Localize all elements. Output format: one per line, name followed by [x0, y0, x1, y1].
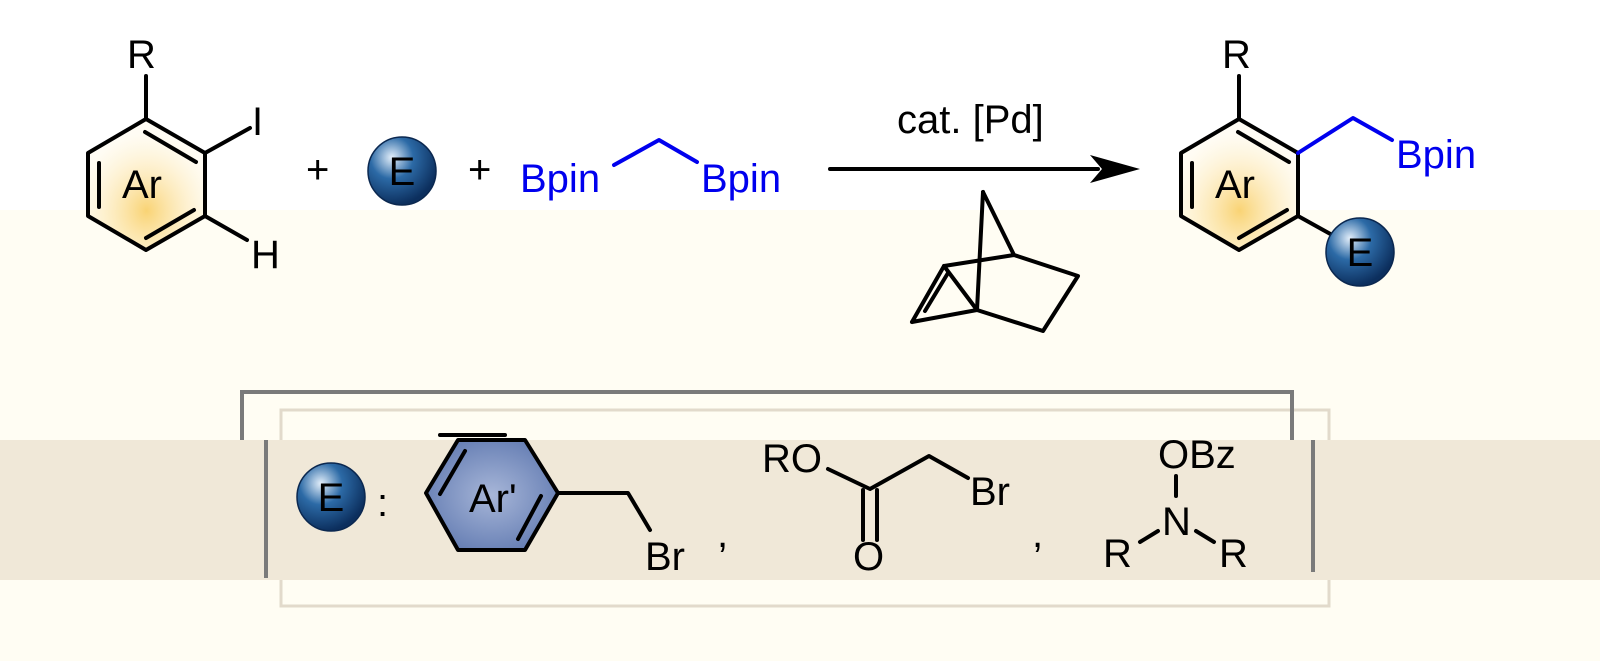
electrophile-letter: E	[389, 150, 416, 194]
bpin-right: Bpin	[701, 157, 781, 201]
amine-n: N	[1162, 500, 1191, 544]
electrophile-scope-box: E : Ar' Br , RO O Br , OBz	[0, 390, 1600, 608]
benzyl-bromide: Ar' Br	[424, 433, 685, 579]
norbornene-icon	[910, 190, 1080, 333]
benzyl-br: Br	[645, 535, 685, 579]
reactant-iodide: I	[252, 100, 263, 144]
ester-br: Br	[970, 470, 1010, 514]
amine-r-right: R	[1219, 532, 1248, 576]
bpin-left: Bpin	[520, 157, 600, 201]
product-ring-label: Ar	[1215, 163, 1255, 207]
scope-comma-1: ,	[717, 512, 728, 556]
product: R Ar Bpin E	[1179, 33, 1476, 287]
product-r: R	[1222, 33, 1251, 77]
background-top	[0, 0, 1600, 210]
electrophile-badge: E	[367, 136, 437, 206]
ester-carbonyl-o: O	[853, 535, 884, 579]
aryl-iodide: R Ar I H	[86, 33, 280, 277]
reaction-arrow: cat. [Pd]	[828, 98, 1140, 183]
product-electrophile-ball-icon	[1325, 217, 1395, 287]
scope-colon: :	[377, 481, 388, 525]
plus-sign-2: +	[468, 148, 491, 192]
amine-obz: OBz	[1158, 433, 1236, 477]
bromoacetate: RO O Br	[762, 437, 1010, 579]
product-electrophile-letter: E	[1347, 231, 1374, 275]
plus-sign-1: +	[306, 148, 329, 192]
background-band	[0, 210, 1600, 661]
scope-electrophile-ball-icon	[296, 462, 366, 532]
reactant-hydrogen: H	[251, 233, 280, 277]
electrophile-ball-icon	[367, 136, 437, 206]
reactant-r: R	[127, 33, 156, 77]
aryl-ring-label: Ar'	[469, 477, 517, 521]
product-bpin: Bpin	[1396, 133, 1476, 177]
bisboryl-methane: Bpin Bpin	[520, 138, 781, 201]
scope-comma-2: ,	[1032, 512, 1043, 556]
amine-r-left: R	[1103, 532, 1132, 576]
catalyst-label: cat. [Pd]	[897, 98, 1044, 142]
scope-electrophile-letter: E	[318, 476, 345, 520]
ester-ro: RO	[762, 437, 822, 481]
o-benzoyl-hydroxylamine: OBz N R R	[1103, 433, 1248, 576]
reactant-ring-label: Ar	[122, 163, 162, 207]
